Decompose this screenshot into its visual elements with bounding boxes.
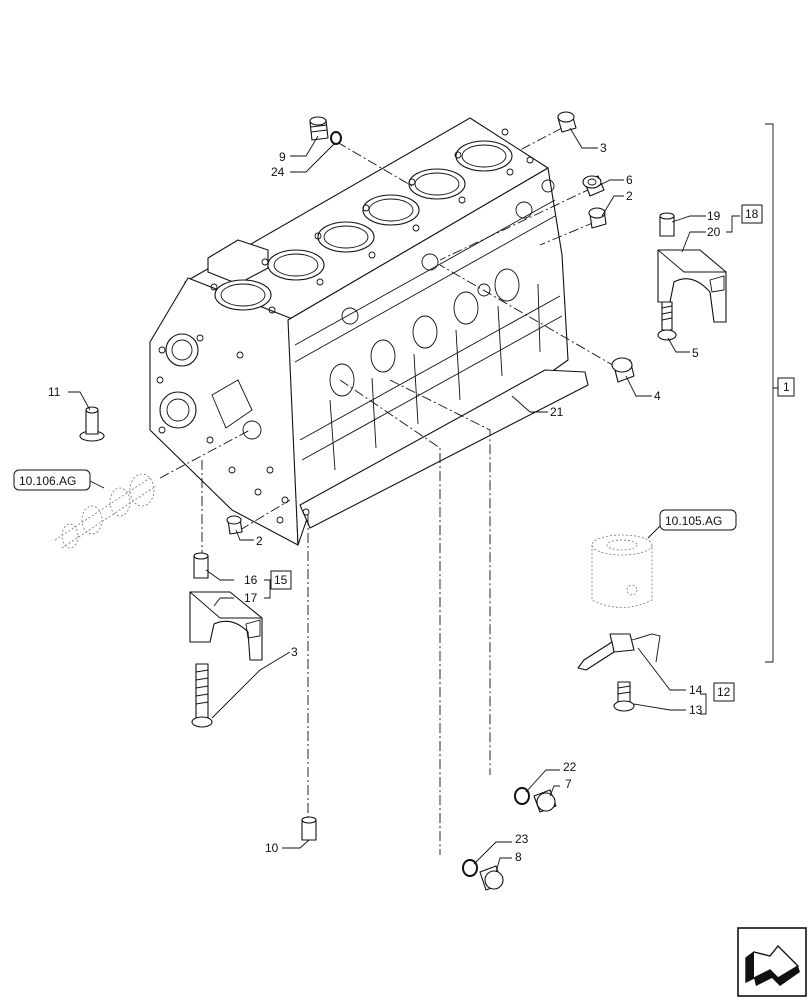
part-23-o-ring [462, 859, 478, 877]
assembly-center-lines [159, 127, 617, 855]
callout-21: 21 [550, 405, 564, 419]
part-16-dowel [193, 552, 209, 579]
part-11-pin [79, 406, 105, 442]
piston-reference-label: 10.105.AG [665, 514, 722, 528]
camshaft-reference-part [54, 473, 157, 549]
piston-reference-part [591, 534, 653, 608]
deck-bolt-holes [210, 128, 534, 314]
callout-13: 13 [689, 703, 703, 717]
callout-17: 17 [244, 591, 258, 605]
part-2-dowel-top [588, 207, 607, 229]
callout-2-top: 2 [626, 189, 633, 203]
callout-20: 20 [707, 225, 721, 239]
part-8-plug [479, 865, 504, 891]
part-3-cap-bolt [191, 663, 213, 728]
part-3-cap-plug-top [557, 111, 577, 133]
callout-9: 9 [279, 150, 286, 164]
callout-1: 1 [783, 380, 790, 394]
next-page-arrow-icon[interactable] [737, 927, 807, 997]
part-7-plug [533, 789, 557, 813]
callout-3-bottom: 3 [291, 645, 298, 659]
callout-22: 22 [563, 760, 577, 774]
callout-10: 10 [265, 841, 279, 855]
callout-6: 6 [626, 173, 633, 187]
callout-7: 7 [565, 777, 572, 791]
part-4-expansion-plug [611, 357, 635, 383]
callout-14: 14 [689, 683, 703, 697]
part-13-nozzle-bolt [613, 681, 635, 712]
callout-3-top: 3 [600, 141, 607, 155]
callout-2-bottom: 2 [256, 534, 263, 548]
callout-24: 24 [271, 165, 285, 179]
block-side-details [294, 179, 563, 471]
callout-4: 4 [654, 389, 661, 403]
callout-5: 5 [692, 346, 699, 360]
part-24-o-ring [330, 131, 342, 145]
part-20-main-bearing-cap [657, 249, 727, 323]
part-14-piston-cooling-nozzle [577, 633, 661, 671]
callout-15: 15 [274, 573, 288, 587]
cylinder-block [149, 117, 589, 546]
part-17-main-bearing-cap [189, 591, 263, 661]
callout-11: 11 [48, 385, 61, 399]
callout-18: 18 [745, 207, 759, 221]
part-22-o-ring [514, 787, 530, 805]
part-6-sleeve [582, 175, 605, 197]
callout-8: 8 [515, 850, 522, 864]
reference-boxes: 10.106.AG 10.105.AG [13, 469, 737, 531]
boxed-callouts: 18 15 12 1 [270, 204, 795, 702]
part-2-dowel-bottom [226, 515, 243, 535]
part-10-dowel [301, 816, 317, 841]
callout-23: 23 [515, 832, 529, 846]
part-19-dowel [659, 212, 675, 237]
callout-16: 16 [244, 573, 258, 587]
callout-12: 12 [717, 685, 731, 699]
leader-lines [68, 127, 740, 873]
cylinder-bores [214, 140, 513, 311]
block-front-details [156, 333, 310, 524]
callout-labels: 9 24 3 6 2 19 20 5 4 21 11 2 16 17 3 10 … [48, 141, 721, 864]
camshaft-reference-label: 10.106.AG [19, 474, 76, 488]
callout-19: 19 [707, 209, 721, 223]
part-9-plug [309, 116, 329, 141]
part-5-cap-bolt [657, 301, 677, 341]
